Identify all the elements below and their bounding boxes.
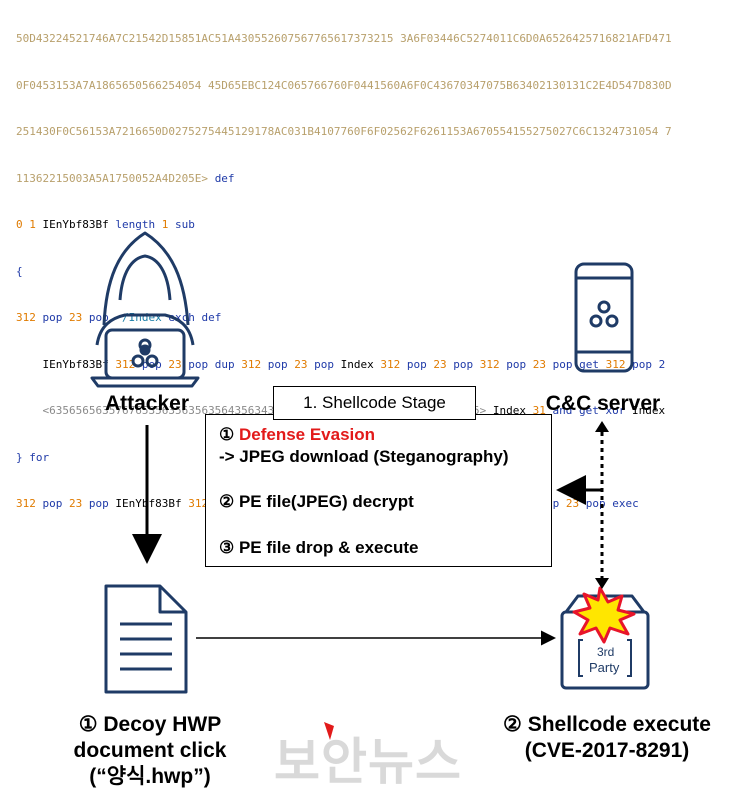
hex-string-3: 251430F0C56153A7216650D0275275445129178A… (16, 125, 672, 138)
stage-item-jpeg-download: -> JPEG download (Steganography) (219, 447, 509, 466)
code-num: 23 (294, 357, 308, 371)
cnc-server-label: C&C server (545, 392, 661, 415)
code-line-2: 0F0453153A7A1865650566254054 45D65EBC124… (16, 78, 750, 94)
code-num: 23 (433, 357, 447, 371)
stage-title: 1. Shellcode Stage (273, 386, 476, 420)
code-num: 1 (161, 218, 169, 231)
shellcode-stage-box (205, 414, 552, 567)
code-num: 312 (115, 357, 136, 371)
decoy-label: ① Decoy HWP document click (“양식.hwp”) (40, 712, 260, 790)
code-line-6: { (16, 264, 750, 280)
code-keyword: pop (88, 497, 109, 510)
code-num: 312 (16, 311, 36, 324)
attacker-label: Attacker (104, 392, 190, 415)
keyword-def: def (214, 171, 235, 185)
stage-item-defense-evasion: ① Defense Evasion (219, 425, 375, 445)
code-num: 312 (605, 357, 626, 371)
code-identifier: IEnYbf83Bf (42, 218, 109, 231)
code-num: 312 (241, 357, 262, 371)
stage-item-drop-execute: ③ PE file drop & execute (219, 538, 419, 557)
code-num: 312 (380, 357, 401, 371)
dotted-arrowhead-up (595, 421, 609, 432)
shellcode-line-2: (CVE-2017-8291) (524, 739, 690, 762)
code-keyword: pop 2 (632, 357, 666, 371)
code-keyword: exec (612, 497, 639, 510)
hex-string-1: 50D43224521746A7C21542D15851AC51A4305526… (16, 32, 672, 45)
code-line-3: 251430F0C56153A7216650D0275275445129178A… (16, 124, 750, 140)
watermark-accent-icon (324, 722, 334, 740)
code-line-5: 0 1 IEnYbf83Bf length 1 sub (16, 217, 750, 233)
code-identifier: IEnYbf83Bf (42, 357, 109, 371)
dotted-arrowhead-down (595, 578, 609, 589)
code-identifier: Index (492, 404, 526, 417)
code-keyword: pop (314, 357, 334, 371)
code-keyword: pop (453, 357, 474, 371)
server-phone-icon (574, 262, 634, 373)
code-num: 31 (532, 404, 546, 417)
code-line-7: 312 pop 23 pop /Index exch def (16, 310, 750, 326)
stage-item-decrypt: ② PE file(JPEG) decrypt (219, 492, 414, 511)
document-icon (104, 584, 188, 694)
code-num: 23 (532, 357, 546, 371)
box-text-3rd: 3rd (597, 645, 614, 659)
code-keyword: pop (506, 357, 527, 371)
box-text-party: Party (589, 660, 620, 675)
code-num: 23 (69, 311, 83, 324)
defense-evasion-text: Defense Evasion (238, 425, 376, 444)
code-num: 23 (168, 357, 182, 371)
decoy-line-1: ① Decoy HWP (78, 713, 222, 736)
code-num: 312 (479, 357, 500, 371)
hex-string-2: 0F0453153A7A1865650566254054 45D65EBC124… (16, 78, 672, 92)
shellcode-label: ② Shellcode execute (CVE-2017-8291) (482, 712, 732, 764)
code-num: 312 (188, 497, 209, 510)
code-keyword: and get xor (552, 404, 626, 417)
code-line-10: } for (16, 450, 750, 466)
code-line-8: IEnYbf83Bf 312 pop 23 pop dup 312 pop 23… (16, 357, 750, 373)
code-keyword: pop get (552, 357, 599, 371)
code-keyword: pop (42, 497, 63, 510)
shellcode-line-1: ② Shellcode execute (503, 713, 711, 736)
code-brace: } (16, 450, 23, 464)
decoy-line-2: document click (73, 739, 227, 762)
code-keyword: length (115, 218, 156, 231)
code-brace: { (16, 264, 23, 278)
code-num: 312 (16, 497, 36, 510)
stage-item-1-number: ① (219, 425, 235, 444)
decoy-line-3: (“양식.hwp”) (89, 765, 211, 788)
code-identifier: Index (340, 357, 374, 371)
code-num: 23 (69, 497, 83, 510)
hooded-attacker-icon (90, 231, 200, 388)
code-keyword: for (29, 450, 50, 464)
code-keyword: pop (267, 357, 288, 371)
explosion-icon (572, 586, 636, 644)
code-keyword: sub (174, 218, 195, 231)
code-keyword: pop dup (188, 357, 235, 371)
code-num: 0 1 (16, 218, 36, 231)
code-identifier: Index (631, 404, 666, 417)
code-keyword: pop (406, 357, 427, 371)
watermark: 보안뉴스 (274, 733, 462, 791)
code-line-4: 11362215003A5A1750052A4D205E> def (16, 171, 750, 187)
code-block: 50D43224521746A7C21542D15851AC51A4305526… (16, 0, 750, 527)
hex-string-4: 11362215003A5A1750052A4D205E> (16, 171, 209, 185)
code-keyword: pop (42, 311, 63, 324)
code-line-1: 50D43224521746A7C21542D15851AC51A4305526… (16, 31, 750, 47)
